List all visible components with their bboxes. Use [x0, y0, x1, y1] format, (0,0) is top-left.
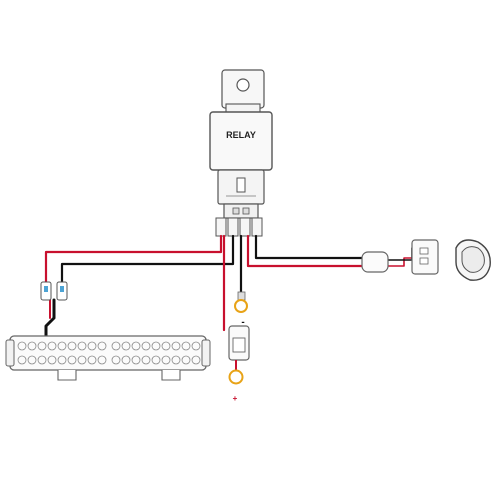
led — [17, 341, 27, 351]
led — [87, 355, 97, 365]
wire-black-light-bar — [60, 234, 235, 285]
relay-socket-latch — [236, 177, 246, 193]
fuse-holder-cap — [232, 337, 246, 353]
led — [131, 355, 141, 365]
led — [141, 355, 151, 365]
relay-wire-boot — [239, 217, 251, 237]
relay: RELAY — [209, 69, 273, 237]
negative-terminal-crimp — [237, 291, 246, 301]
led — [37, 341, 47, 351]
connector-pin — [44, 286, 48, 292]
led — [77, 355, 87, 365]
switch-connector-pin — [419, 257, 429, 265]
led — [97, 341, 107, 351]
led — [67, 341, 77, 351]
relay-label: RELAY — [226, 130, 256, 140]
led — [161, 341, 171, 351]
led — [171, 341, 181, 351]
led — [47, 341, 57, 351]
led — [111, 341, 121, 351]
light-bar-led-grid — [17, 341, 201, 365]
led — [191, 341, 201, 351]
led — [151, 341, 161, 351]
relay-wire-boot — [251, 217, 263, 237]
led — [161, 355, 171, 365]
led — [141, 341, 151, 351]
led — [77, 341, 87, 351]
led — [67, 355, 77, 365]
negative-terminal: - — [234, 291, 248, 328]
led — [27, 341, 37, 351]
led — [121, 355, 131, 365]
relay-body — [209, 111, 273, 171]
led — [181, 355, 191, 365]
led — [27, 355, 37, 365]
negative-terminal-label: - — [241, 317, 244, 328]
light-bar-bracket-right — [161, 370, 181, 381]
light-bar-connector — [40, 281, 68, 301]
relay-plug — [223, 203, 259, 219]
led — [47, 355, 57, 365]
positive-ring-terminal — [228, 369, 244, 385]
led-light-bar — [5, 335, 211, 381]
led — [17, 355, 27, 365]
positive-terminal-label: + — [233, 394, 238, 403]
relay-plug-pin — [242, 207, 250, 215]
rocker-switch-button — [461, 246, 485, 273]
switch-connector-pin — [419, 247, 429, 255]
relay-plug-pin — [232, 207, 240, 215]
switch-harness-boot — [361, 251, 389, 273]
wire-light-bar-pigtail — [44, 298, 56, 340]
led — [171, 355, 181, 365]
led — [87, 341, 97, 351]
relay-wire-boot — [227, 217, 239, 237]
led — [111, 355, 121, 365]
relay-mounting-hole — [236, 78, 250, 92]
light-bar-end-cap-right — [201, 339, 211, 367]
led — [97, 355, 107, 365]
light-bar-housing — [9, 335, 207, 371]
led — [131, 341, 141, 351]
led — [57, 355, 67, 365]
light-bar-bracket-left — [57, 370, 77, 381]
switch-connector-body — [411, 239, 439, 275]
wire-black-switch — [254, 234, 364, 260]
negative-ring-terminal — [234, 299, 248, 313]
wires — [44, 234, 425, 340]
wire-red-light-bar — [44, 234, 223, 285]
led — [181, 341, 191, 351]
connector-pin — [60, 286, 64, 292]
relay-wire-boot — [215, 217, 227, 237]
led — [121, 341, 131, 351]
light-bar-end-cap-left — [5, 339, 15, 367]
led — [151, 355, 161, 365]
switch-harness — [361, 239, 439, 275]
rocker-switch — [455, 239, 491, 281]
fuse-holder: + — [228, 325, 250, 403]
led — [37, 355, 47, 365]
wire-red-switch — [246, 234, 364, 268]
led — [57, 341, 67, 351]
led — [191, 355, 201, 365]
